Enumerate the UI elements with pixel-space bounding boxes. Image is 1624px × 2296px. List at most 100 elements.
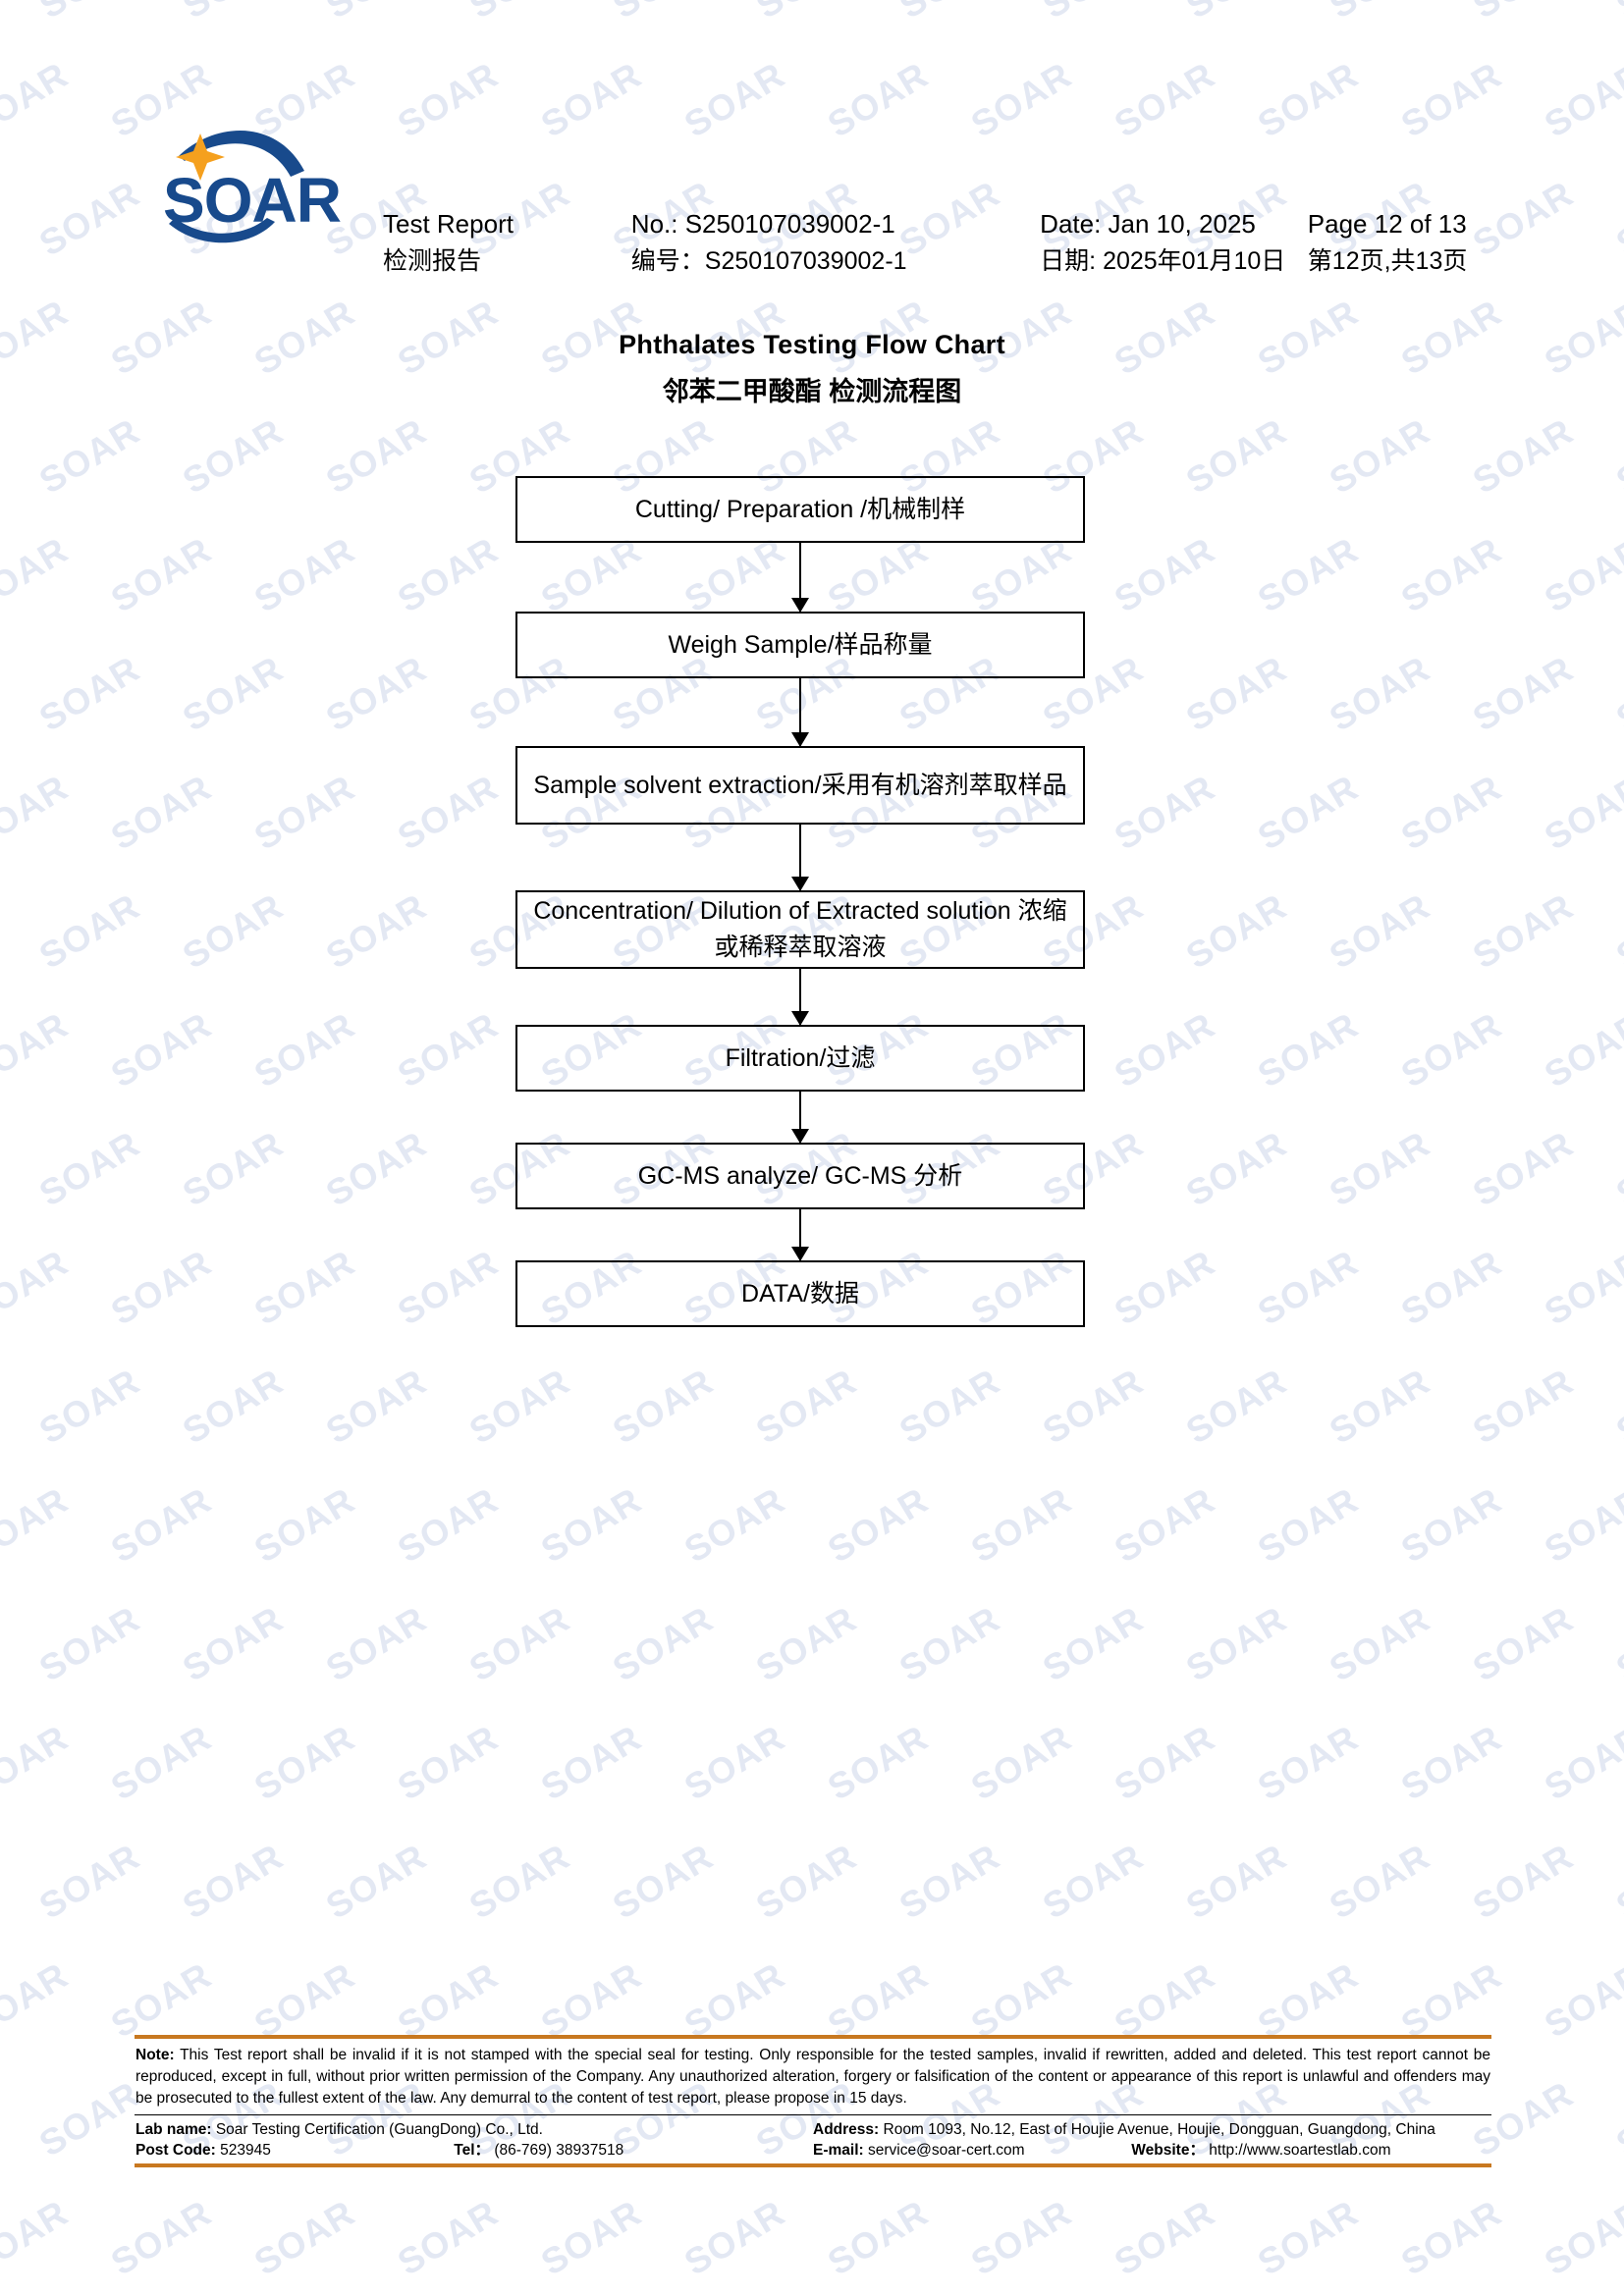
watermark-text: SOAR <box>0 1836 4 1927</box>
watermark-text: SOAR <box>1323 1361 1437 1452</box>
watermark-text: SOAR <box>462 1598 577 1689</box>
lab-contact-right: Address: Room 1093, No.12, East of Houji… <box>813 2119 1490 2161</box>
watermark-text: SOAR <box>0 1954 76 2046</box>
watermark-text: SOAR <box>1609 1361 1624 1452</box>
watermark-text: SOAR <box>1179 410 1294 502</box>
watermark-text: SOAR <box>677 1479 792 1571</box>
watermark-text: SOAR <box>176 648 291 739</box>
watermark-text: SOAR <box>1179 885 1294 977</box>
watermark-text: SOAR <box>391 1242 506 1333</box>
report-label-cn: 检测报告 <box>383 247 482 275</box>
soar-logo: SOAR <box>157 124 368 243</box>
watermark-text: SOAR <box>1394 1954 1509 2046</box>
watermark-text: SOAR <box>1538 1717 1624 1808</box>
watermark-text: SOAR <box>0 2192 76 2283</box>
page-title-en: Phthalates Testing Flow Chart <box>619 330 1005 359</box>
watermark-text: SOAR <box>677 2192 792 2283</box>
watermark-text: SOAR <box>104 1479 219 1571</box>
watermark-text: SOAR <box>1538 1954 1624 2046</box>
watermark-text: SOAR <box>32 1836 147 1927</box>
watermark-text: SOAR <box>104 1242 219 1333</box>
watermark-text: SOAR <box>104 529 219 620</box>
svg-text:SOAR: SOAR <box>163 165 341 236</box>
watermark-text: SOAR <box>247 767 362 858</box>
watermark-text: SOAR <box>391 2192 506 2283</box>
watermark-text: SOAR <box>1538 2192 1624 2283</box>
watermark-text: SOAR <box>0 1004 76 1095</box>
watermark-text: SOAR <box>1251 1479 1366 1571</box>
postcode-tel-line: Post Code: 523945 Tel： (86-769) 38937518 <box>135 2140 813 2161</box>
lab-name-label: Lab name: <box>135 2121 212 2138</box>
watermark-text: SOAR <box>1466 1598 1581 1689</box>
watermark-text: SOAR <box>0 1242 76 1333</box>
page-header: SOAR Test Report No.: S250107039002-1 Da… <box>0 0 1624 294</box>
watermark-text: SOAR <box>391 767 506 858</box>
footer-top-rule <box>135 2035 1491 2039</box>
watermark-text: SOAR <box>1108 2192 1222 2283</box>
watermark-text: SOAR <box>534 2192 649 2283</box>
watermark-text: SOAR <box>32 648 147 739</box>
flow-arrow-3 <box>799 825 801 890</box>
watermark-text: SOAR <box>1108 1242 1222 1333</box>
watermark-text: SOAR <box>1251 1954 1366 2046</box>
watermark-text: SOAR <box>1323 885 1437 977</box>
watermark-text: SOAR <box>1036 1361 1151 1452</box>
watermark-text: SOAR <box>893 1361 1007 1452</box>
report-date-cn: 日期: 2025年01月10日 <box>1040 247 1286 275</box>
watermark-text: SOAR <box>176 1123 291 1214</box>
watermark-text: SOAR <box>0 1598 4 1689</box>
watermark-text: SOAR <box>0 529 76 620</box>
watermark-text: SOAR <box>893 1598 1007 1689</box>
post-code-value: 523945 <box>220 2142 271 2159</box>
watermark-text: SOAR <box>319 410 434 502</box>
watermark-text: SOAR <box>534 1479 649 1571</box>
flow-step-2-label: Weigh Sample/样品称量 <box>668 630 933 659</box>
flow-arrow-6 <box>799 1209 801 1260</box>
lab-name-value: Soar Testing Certification (GuangDong) C… <box>215 2121 543 2138</box>
watermark-text: SOAR <box>1179 1836 1294 1927</box>
flow-step-2: Weigh Sample/样品称量 <box>515 612 1085 678</box>
watermark-text: SOAR <box>1251 2192 1366 2283</box>
watermark-text: SOAR <box>1466 1361 1581 1452</box>
footer-bottom-rule <box>135 2163 1491 2167</box>
watermark-text: SOAR <box>1323 648 1437 739</box>
watermark-text: SOAR <box>821 1954 936 2046</box>
email-website-line: E-mail: service@soar-cert.com Website： h… <box>813 2140 1490 2161</box>
flow-step-1: Cutting/ Preparation /机械制样 <box>515 476 1085 543</box>
watermark-text: SOAR <box>534 1717 649 1808</box>
watermark-text: SOAR <box>319 885 434 977</box>
watermark-text: SOAR <box>319 1836 434 1927</box>
watermark-text: SOAR <box>104 1717 219 1808</box>
watermark-text: SOAR <box>319 1123 434 1214</box>
watermark-text: SOAR <box>1394 529 1509 620</box>
watermark-text: SOAR <box>0 1361 4 1452</box>
watermark-text: SOAR <box>1251 1242 1366 1333</box>
watermark-text: SOAR <box>1394 2192 1509 2283</box>
watermark-text: SOAR <box>606 1598 721 1689</box>
report-number-cn: 编号：S250107039002-1 <box>630 247 907 275</box>
flow-step-6: GC-MS analyze/ GC-MS 分析 <box>515 1143 1085 1209</box>
flow-step-4-label: Concentration/ Dilution of Extracted sol… <box>533 897 1067 961</box>
watermark-text: SOAR <box>1108 1954 1222 2046</box>
watermark-text: SOAR <box>964 1717 1079 1808</box>
watermark-text: SOAR <box>1036 1598 1151 1689</box>
email-value[interactable]: service@soar-cert.com <box>868 2142 1025 2159</box>
watermark-text: SOAR <box>319 648 434 739</box>
tel-group: Tel： (86-769) 38937518 <box>454 2140 813 2161</box>
footer-note: Note: This Test report shall be invalid … <box>135 2039 1491 2114</box>
watermark-text: SOAR <box>606 1361 721 1452</box>
watermark-text: SOAR <box>0 1479 76 1571</box>
watermark-text: SOAR <box>1323 1598 1437 1689</box>
report-number-en: No.: S250107039002-1 <box>630 209 895 239</box>
watermark-text: SOAR <box>1394 767 1509 858</box>
watermark-text: SOAR <box>247 529 362 620</box>
watermark-text: SOAR <box>247 1717 362 1808</box>
watermark-text: SOAR <box>104 1004 219 1095</box>
tel-value: (86-769) 38937518 <box>494 2142 624 2159</box>
address-line: Address: Room 1093, No.12, East of Houji… <box>813 2119 1490 2140</box>
watermark-text: SOAR <box>964 2192 1079 2283</box>
website-value[interactable]: http://www.soartestlab.com <box>1209 2142 1391 2159</box>
watermark-text: SOAR <box>32 410 147 502</box>
watermark-text: SOAR <box>1538 1242 1624 1333</box>
